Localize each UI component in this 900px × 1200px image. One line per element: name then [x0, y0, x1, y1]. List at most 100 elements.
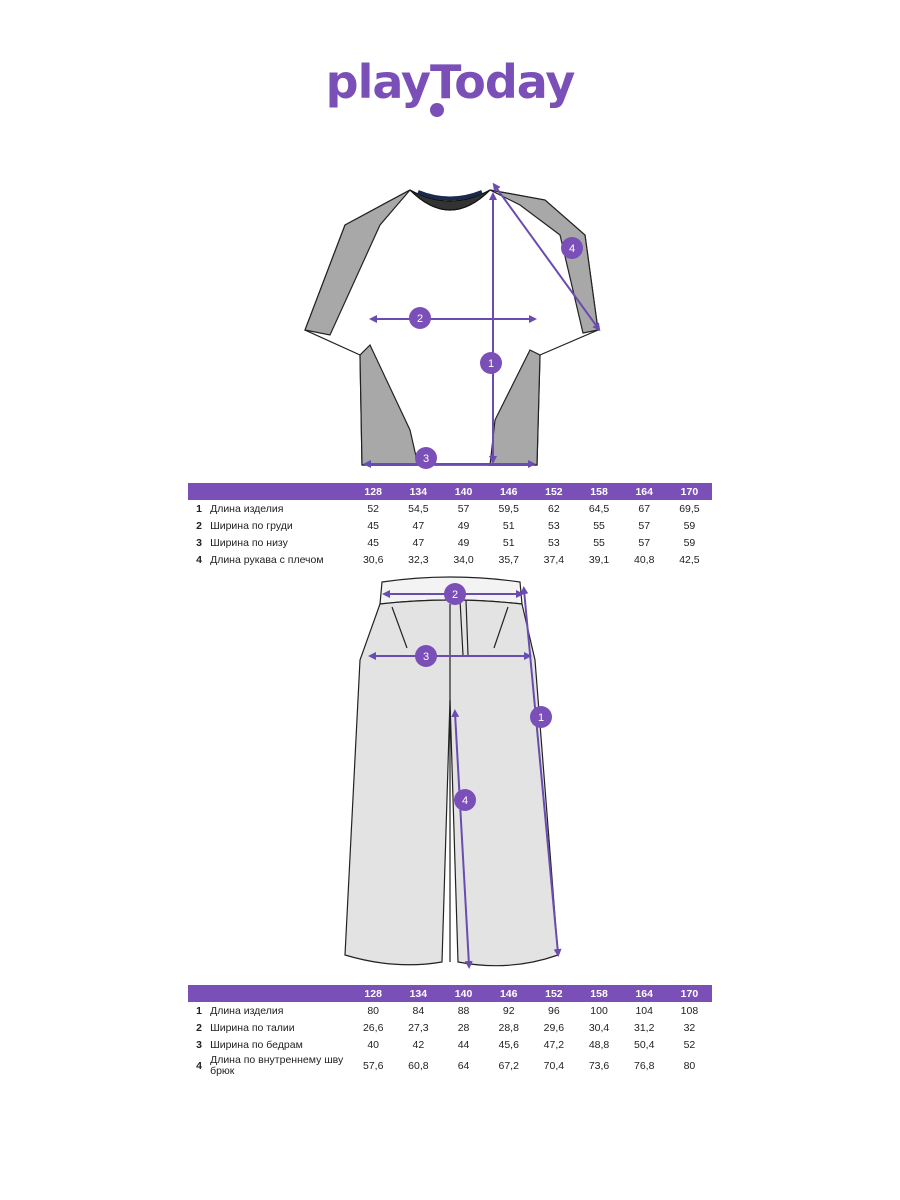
cell: 54,5 — [408, 502, 429, 515]
pants-marker-2-label: 2 — [452, 589, 458, 601]
cell: 76,8 — [634, 1059, 655, 1072]
header-label — [210, 483, 351, 500]
cell: 30,6 — [362, 553, 384, 566]
logo-dot — [430, 103, 444, 117]
cell: 57,6 — [362, 1059, 384, 1072]
size-header: 152 — [531, 985, 577, 1002]
row-label: Длина рукава с плечом — [210, 553, 324, 566]
cell: 48,8 — [588, 1038, 610, 1051]
cell: 49 — [457, 519, 470, 532]
size-header: 170 — [666, 483, 712, 500]
cell: 52 — [683, 1038, 696, 1051]
cell: 67,2 — [498, 1059, 519, 1072]
size-header: 170 — [666, 985, 712, 1002]
cell: 40,8 — [634, 553, 655, 566]
size-header: 134 — [395, 985, 441, 1002]
cell: 45 — [367, 536, 380, 549]
cell: 34,0 — [453, 553, 474, 566]
row-label: Длина по внутреннему шву брюк — [210, 1054, 344, 1077]
pants-marker-1: 1 — [530, 706, 552, 728]
tshirt-marker-2: 2 — [409, 307, 431, 329]
row-number: 2 — [196, 519, 202, 532]
cell: 51 — [502, 519, 515, 532]
size-header: 164 — [621, 483, 667, 500]
cell: 42 — [412, 1038, 425, 1051]
table-row: 4 Длина рукава с плечом 30,6 32,3 34,0 3… — [188, 551, 712, 568]
pants-marker-4-label: 4 — [462, 795, 468, 807]
cell: 73,6 — [588, 1059, 610, 1072]
row-number: 4 — [196, 1059, 202, 1072]
cell: 53 — [548, 519, 560, 532]
table-row: 4 Длина по внутреннему шву брюк 57,6 60,… — [188, 1053, 712, 1079]
table-row: 2 Ширина по талии 26,6 27,3 28 28,8 29,6… — [188, 1019, 712, 1036]
tshirt-marker-4-label: 4 — [569, 243, 575, 255]
header-num — [188, 985, 211, 1002]
cell: 52 — [367, 502, 380, 515]
table-header-row: 128 134 140 146 152 158 164 170 — [188, 483, 712, 500]
cell: 53 — [548, 536, 560, 549]
cell: 35,7 — [498, 553, 519, 566]
size-header: 146 — [486, 483, 532, 500]
size-header: 140 — [440, 985, 487, 1002]
header-label — [210, 985, 351, 1002]
cell: 40 — [367, 1038, 380, 1051]
tshirt-drawing — [304, 189, 599, 466]
cell: 44 — [457, 1038, 470, 1051]
size-header: 164 — [621, 985, 667, 1002]
row-number: 4 — [196, 553, 202, 566]
cell: 31,2 — [634, 1021, 655, 1034]
cell: 47 — [412, 536, 425, 549]
table-row: 1 Длина изделия 80 84 88 92 96 100 104 1… — [188, 1002, 712, 1019]
cell: 88 — [457, 1004, 470, 1017]
row-label: Ширина по груди — [210, 519, 293, 532]
table-header-row: 128 134 140 146 152 158 164 170 — [188, 985, 712, 1002]
cell: 30,4 — [588, 1021, 610, 1034]
cell: 32,3 — [408, 553, 429, 566]
cell: 51 — [502, 536, 515, 549]
table-row: 3 Ширина по бедрам 40 42 44 45,6 47,2 48… — [188, 1036, 712, 1053]
table-row: 2 Ширина по груди 45 47 49 51 53 55 57 5… — [188, 517, 712, 534]
cell: 64 — [457, 1059, 470, 1072]
cell: 92 — [502, 1004, 515, 1017]
cell: 32 — [683, 1021, 696, 1034]
cell: 80 — [683, 1059, 696, 1072]
row-label: Длина изделия — [210, 502, 284, 515]
tshirt-marker-3: 3 — [415, 447, 437, 469]
size-header: 158 — [576, 985, 622, 1002]
size-header: 158 — [576, 483, 622, 500]
size-header: 152 — [531, 483, 577, 500]
cell: 57 — [638, 519, 651, 532]
tshirt-marker-1: 1 — [480, 352, 502, 374]
cell: 42,5 — [679, 553, 700, 566]
cell: 64,5 — [588, 502, 610, 515]
size-header: 146 — [486, 985, 532, 1002]
cell: 55 — [593, 519, 605, 532]
table-row: 1 Длина изделия 52 54,5 57 59,5 62 64,5 … — [188, 500, 712, 517]
cell: 57 — [457, 502, 470, 515]
cell: 62 — [548, 502, 560, 515]
cell: 47,2 — [543, 1038, 565, 1051]
size-header: 140 — [440, 483, 487, 500]
pants-size-table: 128 134 140 146 152 158 164 170 1 Длина … — [188, 985, 712, 1079]
size-header: 134 — [395, 483, 441, 500]
row-number: 1 — [196, 1004, 202, 1017]
cell: 70,4 — [543, 1059, 565, 1072]
cell: 69,5 — [679, 502, 700, 515]
cell: 45,6 — [498, 1038, 519, 1051]
pants-drawing — [344, 576, 559, 967]
tshirt-size-table: 128 134 140 146 152 158 164 170 1 Длина … — [188, 483, 712, 568]
cell: 28 — [457, 1021, 470, 1034]
cell: 47 — [412, 519, 425, 532]
cell: 27,3 — [408, 1021, 429, 1034]
cell: 29,6 — [543, 1021, 565, 1034]
tshirt-marker-3-label: 3 — [423, 453, 429, 465]
pants-marker-4: 4 — [454, 789, 476, 811]
cell: 50,4 — [634, 1038, 655, 1051]
cell: 84 — [412, 1004, 425, 1017]
row-label: Ширина по талии — [210, 1021, 295, 1034]
cell: 59 — [683, 536, 696, 549]
row-number: 1 — [196, 502, 202, 515]
header-num — [188, 483, 211, 500]
size-header: 128 — [350, 483, 396, 500]
cell: 80 — [367, 1004, 380, 1017]
